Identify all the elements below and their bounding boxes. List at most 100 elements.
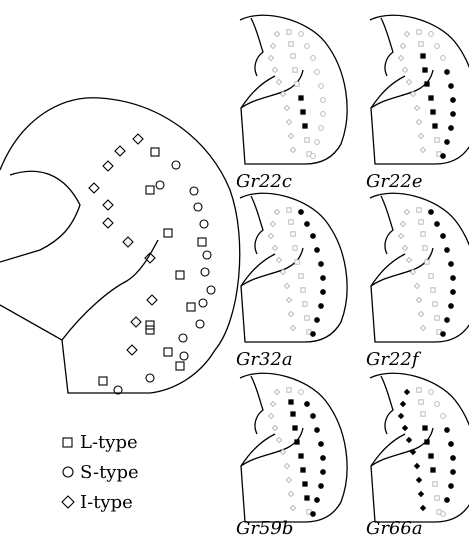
- s-type-marker: [200, 220, 208, 228]
- s-type-marker: [190, 187, 198, 195]
- s-type-marker: [321, 98, 326, 103]
- i-type-marker: [414, 105, 419, 110]
- s-type-marker: [445, 248, 450, 253]
- i-type-marker: [272, 245, 277, 250]
- i-type-marker: [270, 43, 275, 48]
- panel-gr32a: [240, 193, 347, 342]
- l-type-marker: [303, 302, 307, 306]
- large-sensilla-markers: [89, 134, 215, 394]
- s-type-marker: [180, 352, 188, 360]
- i-type-marker: [127, 345, 137, 355]
- l-type-marker: [303, 482, 307, 486]
- s-type-marker: [311, 332, 316, 337]
- i-type-marker: [416, 119, 421, 124]
- l-type-marker: [425, 440, 429, 444]
- l-type-marker: [198, 238, 206, 246]
- s-type-marker: [441, 234, 446, 239]
- s-type-marker: [319, 126, 324, 131]
- l-type-marker: [295, 440, 299, 444]
- i-type-marker: [290, 505, 295, 510]
- s-type-marker: [451, 456, 456, 461]
- s-type-marker: [451, 470, 456, 475]
- s-type-marker: [451, 276, 456, 281]
- panel-gr22c: [240, 15, 347, 164]
- l-type-marker: [429, 454, 433, 458]
- s-type-marker: [311, 154, 316, 159]
- l-type-marker: [146, 186, 154, 194]
- l-type-marker: [435, 316, 439, 320]
- l-type-marker: [431, 288, 435, 292]
- l-type-marker: [305, 496, 309, 500]
- s-type-marker: [441, 332, 446, 337]
- i-type-marker: [420, 505, 425, 510]
- l-type-marker: [429, 274, 433, 278]
- l-type-marker: [291, 412, 295, 416]
- i-type-marker: [276, 437, 281, 442]
- i-type-marker: [420, 147, 425, 152]
- l-type-marker: [176, 271, 184, 279]
- i-type-marker: [406, 257, 411, 262]
- i-type-marker: [416, 297, 421, 302]
- s-type-marker: [319, 484, 324, 489]
- s-type-marker: [441, 512, 446, 517]
- i-type-marker: [288, 311, 293, 316]
- large-inner-fold: [0, 171, 80, 262]
- i-type-marker: [268, 233, 273, 238]
- s-type-marker: [435, 44, 440, 49]
- l-type-marker: [417, 388, 421, 392]
- l-type-marker: [287, 208, 291, 212]
- legend-label-l-type: L-type: [80, 432, 138, 453]
- i-type-marker: [404, 389, 409, 394]
- l-type-marker: [293, 68, 297, 72]
- s-type-marker: [207, 286, 215, 294]
- s-type-marker: [315, 70, 320, 75]
- l-type-marker: [289, 42, 293, 46]
- s-type-marker: [445, 70, 450, 75]
- s-type-marker: [449, 262, 454, 267]
- s-type-marker: [451, 98, 456, 103]
- i-type-marker: [400, 43, 405, 48]
- i-type-marker: [400, 221, 405, 226]
- i-type-marker: [290, 325, 295, 330]
- i-type-marker: [270, 401, 275, 406]
- i-type-marker: [288, 133, 293, 138]
- l-type-marker: [303, 124, 307, 128]
- s-type-marker: [445, 428, 450, 433]
- s-type-marker: [321, 276, 326, 281]
- l-type-marker: [301, 288, 305, 292]
- panel-gr66a: [370, 373, 469, 522]
- i-type-marker: [284, 283, 289, 288]
- i-type-marker: [418, 491, 423, 496]
- l-type-marker: [295, 260, 299, 264]
- i-type-marker: [268, 55, 273, 60]
- circle-icon: [63, 467, 73, 477]
- l-type-marker: [301, 468, 305, 472]
- panel-gr22e: [370, 15, 469, 164]
- s-type-marker: [146, 374, 154, 382]
- legend-item-i-type: I-type: [62, 492, 133, 513]
- s-type-marker: [199, 299, 207, 307]
- i-type-marker: [103, 161, 113, 171]
- s-type-marker: [441, 414, 446, 419]
- panel-label-gr22e: Gr22e: [366, 171, 423, 192]
- s-type-marker: [305, 44, 310, 49]
- l-type-marker: [419, 42, 423, 46]
- s-type-marker: [311, 56, 316, 61]
- i-type-marker: [402, 425, 407, 430]
- large-labellum-diagram: [0, 98, 240, 394]
- s-type-marker: [449, 84, 454, 89]
- s-type-marker: [311, 234, 316, 239]
- s-type-marker: [196, 320, 204, 328]
- s-type-marker: [445, 318, 450, 323]
- s-type-marker: [449, 484, 454, 489]
- i-type-marker: [89, 183, 99, 193]
- i-type-marker: [272, 425, 277, 430]
- s-type-marker: [201, 268, 209, 276]
- i-type-marker: [115, 146, 125, 156]
- s-type-marker: [451, 290, 456, 295]
- i-type-marker: [133, 134, 143, 144]
- i-type-marker: [402, 67, 407, 72]
- i-type-marker: [406, 437, 411, 442]
- panel-label-gr32a: Gr32a: [236, 349, 293, 370]
